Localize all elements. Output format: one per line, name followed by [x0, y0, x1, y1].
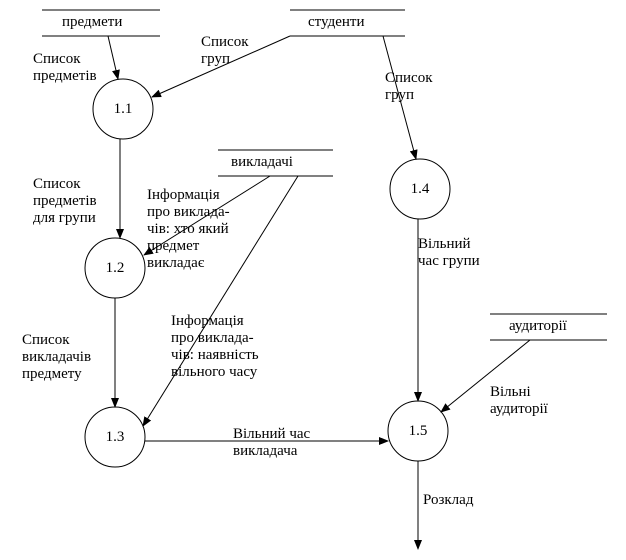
store-subjects-label: предмети [62, 14, 123, 30]
flow-label-subjects-for-group: Список предметів для групи [33, 176, 97, 226]
flow-label-free-rooms: Вільні аудиторії [490, 384, 548, 417]
flow-subjects-to-1-1 [107, 35, 120, 80]
flow-rooms-to-1-5 [440, 339, 531, 413]
store-subjects-shape [42, 9, 160, 37]
store-teachers-shape [218, 149, 333, 177]
process-1-4-id: 1.4 [410, 181, 430, 197]
store-rooms-label: аудиторії [509, 318, 567, 334]
flow-label-group-list-1-1: Список груп [201, 34, 249, 67]
process-1-2-id: 1.2 [105, 260, 125, 276]
store-rooms-shape [490, 313, 607, 341]
flow-label-schedule: Розклад [423, 492, 474, 508]
process-1-1-id: 1.1 [113, 101, 133, 117]
flow-teachers-to-1-2 [143, 175, 271, 256]
flow-students-to-1-1 [151, 35, 291, 98]
flow-label-subject-list: Список предметів [33, 51, 97, 84]
flow-teachers-to-1-3 [142, 175, 299, 427]
flow-label-teacher-info-subject: Інформація про виклада- чів: хто який пр… [147, 187, 230, 271]
flow-label-group-list-1-4: Список груп [385, 70, 433, 103]
process-1-3-id: 1.3 [105, 429, 125, 445]
process-1-1-circle [92, 78, 154, 140]
flow-label-group-free-time: Вільний час групи [418, 236, 480, 269]
store-teachers-label: викладачі [231, 154, 293, 170]
flow-label-teacher-info-free: Інформація про виклада- чів: наявність в… [171, 313, 259, 380]
flow-students-to-1-4 [382, 35, 418, 160]
store-students-shape [290, 9, 405, 37]
process-1-4-circle [389, 158, 451, 220]
process-1-5-id: 1.5 [408, 423, 428, 439]
store-students-label: студенти [308, 14, 365, 30]
flow-label-teacher-list-subject: Список викладачів предмету [22, 332, 92, 382]
flow-label-teacher-free-time: Вільний час викладача [233, 426, 311, 459]
